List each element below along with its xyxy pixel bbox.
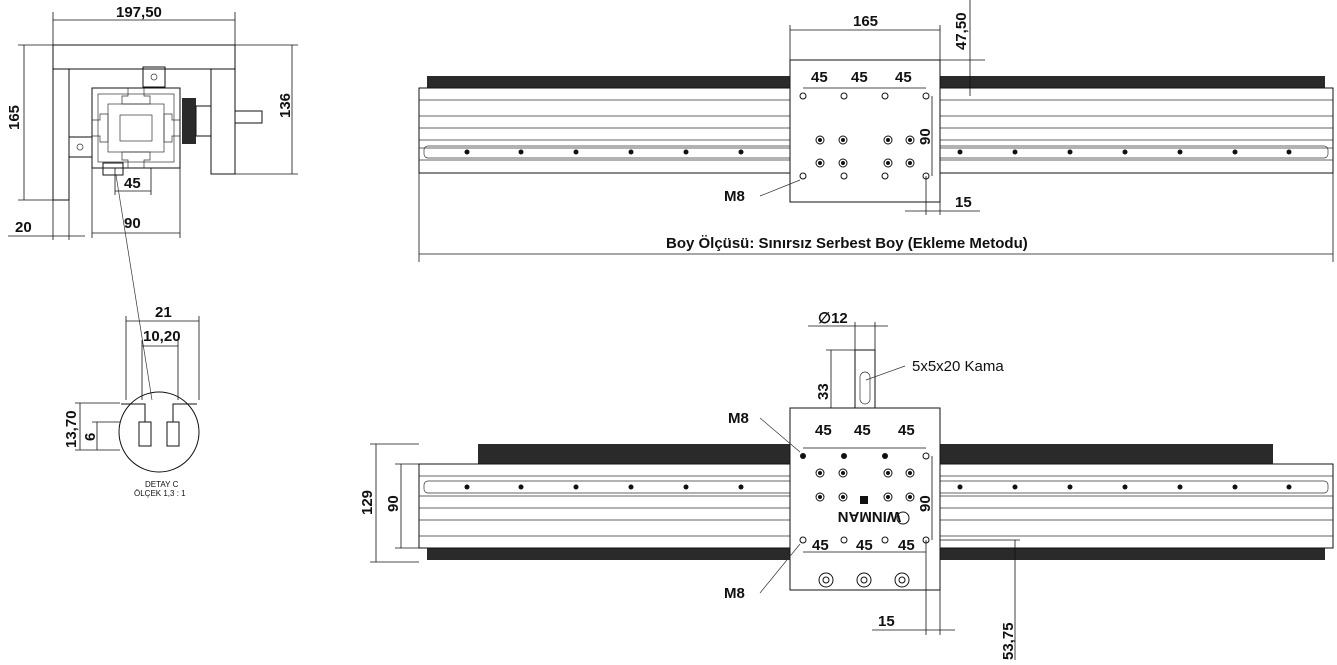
- dim-90-front-left: 90: [385, 495, 402, 512]
- label-m8-top-view: M8: [724, 188, 745, 205]
- dim-129: 129: [359, 490, 376, 515]
- brand-name: WINMAN: [838, 508, 901, 525]
- rail-holes-top: [464, 149, 1292, 155]
- dim-20: 20: [15, 219, 32, 236]
- dim-13-70: 13,70: [63, 410, 80, 448]
- plate-holes-top: [799, 92, 930, 180]
- label-m8-front-top: M8: [728, 410, 749, 427]
- front-view: ∅12 5x5x20 Kama 33: [359, 310, 1334, 660]
- label-m8-front-bottom: M8: [724, 585, 745, 602]
- dim-136: 136: [277, 93, 294, 118]
- rail-holes-front: [464, 484, 1292, 490]
- dim-53-75: 53,75: [1000, 622, 1017, 660]
- dim-45-top-c: 45: [895, 69, 912, 86]
- plate-holes-front: [799, 452, 930, 588]
- dim-45-side: 45: [124, 175, 141, 192]
- dim-6: 6: [82, 433, 99, 441]
- brand-logo-icon: [896, 511, 910, 525]
- side-view: 197,50 165 136 45 90 20: [6, 4, 298, 401]
- dim-45-front-c: 45: [898, 422, 915, 439]
- dim-45-front-e: 45: [856, 537, 873, 554]
- length-label: Boy Ölçüsü: Sınırsız Serbest Boy (Ekleme…: [666, 235, 1028, 252]
- dim-10-20: 10,20: [143, 328, 181, 345]
- dim-90-side: 90: [124, 215, 141, 232]
- dim-197-50: 197,50: [116, 4, 162, 21]
- dim-15-front: 15: [878, 613, 895, 630]
- dim-45-front-a: 45: [815, 422, 832, 439]
- top-view: 165 47,50 45 45 45 90 15 M8 Boy Ölçüsü: …: [418, 0, 1334, 262]
- detail-caption-2: ÖLÇEK 1,3 : 1: [134, 489, 186, 498]
- dim-165: 165: [6, 105, 23, 130]
- dim-diameter: ∅12: [818, 310, 848, 327]
- dim-45-top-b: 45: [851, 69, 868, 86]
- dim-90-front-right: 90: [917, 495, 934, 512]
- detail-caption-1: DETAY C: [145, 480, 179, 489]
- dim-45-front-b: 45: [854, 422, 871, 439]
- dim-47-50: 47,50: [953, 12, 970, 50]
- dim-45-front-d: 45: [812, 537, 829, 554]
- dim-90-top: 90: [917, 128, 934, 145]
- dim-165-top: 165: [853, 13, 878, 30]
- dim-21: 21: [155, 304, 172, 321]
- dim-45-top-a: 45: [811, 69, 828, 86]
- dim-15-top: 15: [955, 194, 972, 211]
- key-label: 5x5x20 Kama: [912, 358, 1004, 375]
- dim-33: 33: [815, 383, 832, 400]
- detail-c: 21 10,20 13,70 6 DETAY C ÖLÇEK 1,3 : 1: [63, 304, 200, 498]
- dim-45-front-f: 45: [898, 537, 915, 554]
